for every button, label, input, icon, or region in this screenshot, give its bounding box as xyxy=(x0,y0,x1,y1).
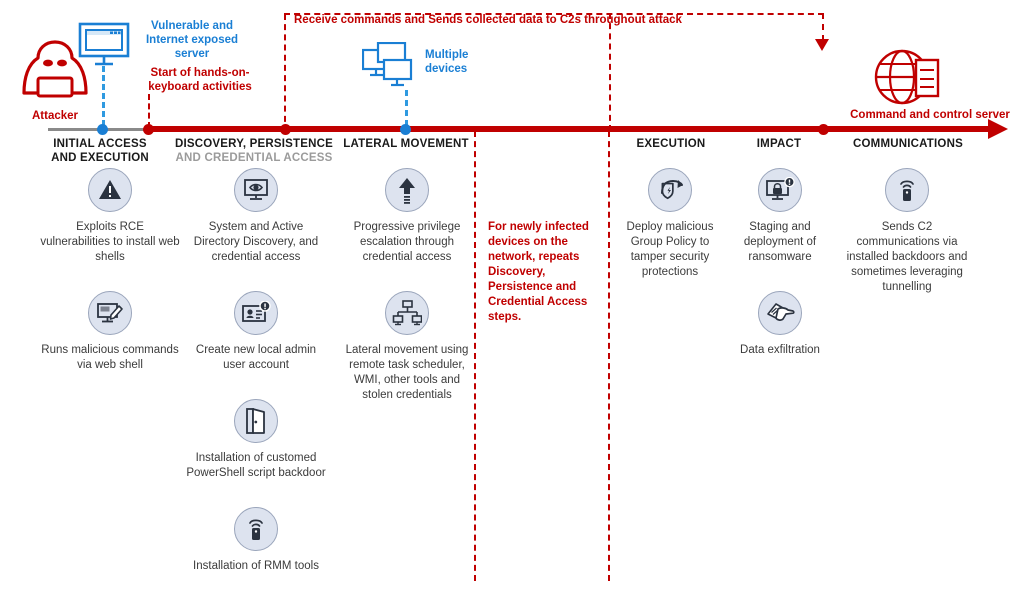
phase-line1: COMMUNICATIONS xyxy=(853,138,963,150)
phase-line1: EXECUTION xyxy=(636,138,706,150)
exposed-server-label-line3: server xyxy=(174,48,210,60)
phase-line1: IMPACT xyxy=(756,138,802,150)
shield-tamper-icon xyxy=(648,168,692,212)
list-item: Installation of customed PowerShell scri… xyxy=(186,399,326,481)
column-separator-1 xyxy=(474,131,476,581)
list-item-label: Sends C2 communications via installed ba… xyxy=(846,221,968,293)
list-item-label: Staging and deployment of ransomware xyxy=(743,221,817,263)
multiple-devices-label: Multiple devices xyxy=(425,48,495,76)
hands-on-keyboard-line1: Start of hands-on- xyxy=(150,67,250,79)
bracket-arrow-icon xyxy=(815,39,829,51)
column-initial-access: Exploits RCE vulnerabilities to install … xyxy=(40,168,180,387)
monitor-pencil-icon xyxy=(88,291,132,335)
monitor-eye-icon xyxy=(234,168,278,212)
phase-label-communications: COMMUNICATIONS xyxy=(838,137,978,151)
warning-triangle-icon xyxy=(88,168,132,212)
list-item: System and Active Directory Discovery, a… xyxy=(186,168,326,265)
column-separator-2 xyxy=(608,131,610,581)
multiple-devices-line1: Multiple xyxy=(425,49,469,61)
multiple-devices-connector xyxy=(405,90,408,126)
bracket-right-edge xyxy=(822,13,824,41)
timeline-dot-lateral xyxy=(400,124,411,135)
exposed-server-label: Vulnerable and Internet exposed server xyxy=(133,19,251,61)
phase-label-discovery: DISCOVERY, PERSISTENCE AND CREDENTIAL AC… xyxy=(166,137,342,165)
phase-line1: DISCOVERY, PERSISTENCE xyxy=(175,138,333,150)
exposed-server-label-line1: Vulnerable and xyxy=(150,20,233,32)
multiple-devices-icon xyxy=(362,42,413,87)
list-item: Runs malicious commands via web shell xyxy=(40,291,180,373)
list-item-label: Data exfiltration xyxy=(740,344,820,356)
exposed-server-monitor-icon xyxy=(78,22,130,66)
list-item-label: Exploits RCE vulnerabilities to install … xyxy=(40,221,180,263)
timeline-dot-communications xyxy=(818,124,829,135)
up-arrow-escalation-icon xyxy=(385,168,429,212)
open-door-icon xyxy=(234,399,278,443)
monitor-lock-alert-icon xyxy=(758,168,802,212)
top-bracket-annotation: Receive commands and Sends collected dat… xyxy=(294,14,682,26)
phase-label-lateral-movement: LATERAL MOVEMENT xyxy=(336,137,476,151)
attacker-icon xyxy=(22,40,88,98)
list-item: Sends C2 communications via installed ba… xyxy=(846,168,968,295)
remote-signal-icon xyxy=(885,168,929,212)
hand-documents-icon xyxy=(758,291,802,335)
phase-label-initial-access: INITIAL ACCESS AND EXECUTION xyxy=(22,137,178,165)
hands-on-keyboard-connector xyxy=(148,94,150,128)
remote-signal-icon xyxy=(234,507,278,551)
list-item-label: Installation of customed PowerShell scri… xyxy=(186,452,326,479)
timeline-arrow-icon xyxy=(988,119,1008,139)
hands-on-keyboard-line2: keyboard activities xyxy=(148,81,252,93)
phase-line1: LATERAL MOVEMENT xyxy=(343,138,469,150)
command-and-control-server-icon xyxy=(874,49,940,105)
phase-label-impact: IMPACT xyxy=(738,137,820,151)
bracket-drop-line xyxy=(609,13,611,131)
list-item: Lateral movement using remote task sched… xyxy=(340,291,474,403)
column-impact: Staging and deployment of ransomware Dat… xyxy=(728,168,832,372)
list-item: Data exfiltration xyxy=(728,291,832,358)
phase-line2: AND CREDENTIAL ACCESS xyxy=(175,152,333,164)
timeline-dot-hands-on xyxy=(143,124,154,135)
bracket-top-edge xyxy=(284,13,824,15)
column-lateral-movement: Progressive privilege escalation through… xyxy=(340,168,474,417)
list-item: Create new local admin user account xyxy=(186,291,326,373)
phase-label-execution: EXECUTION xyxy=(616,137,726,151)
attacker-label: Attacker xyxy=(31,110,79,122)
column-execution: Deploy malicious Group Policy to tamper … xyxy=(614,168,726,294)
list-item-label: System and Active Directory Discovery, a… xyxy=(193,221,319,263)
list-item-label: Installation of RMM tools xyxy=(193,560,319,572)
timeline-dot-discovery xyxy=(280,124,291,135)
hands-on-keyboard-note: Start of hands-on- keyboard activities xyxy=(139,66,261,94)
list-item-label: Deploy malicious Group Policy to tamper … xyxy=(626,221,714,278)
list-item: Installation of RMM tools xyxy=(186,507,326,574)
reinfection-loop-note: For newly infected devices on the networ… xyxy=(488,221,589,323)
phase-line1: INITIAL ACCESS xyxy=(53,138,147,150)
list-item: Progressive privilege escalation through… xyxy=(340,168,474,265)
phase-line2: AND EXECUTION xyxy=(51,152,149,164)
server-connector-line xyxy=(102,66,105,126)
multiple-devices-line2: devices xyxy=(425,63,468,75)
list-item: Staging and deployment of ransomware xyxy=(728,168,832,265)
column-communications: Sends C2 communications via installed ba… xyxy=(846,168,968,309)
list-item: Exploits RCE vulnerabilities to install … xyxy=(40,168,180,265)
column-discovery: System and Active Directory Discovery, a… xyxy=(186,168,326,588)
list-item-label: Lateral movement using remote task sched… xyxy=(345,344,469,401)
list-item-label: Create new local admin user account xyxy=(195,344,317,371)
timeline-dot-initial-access xyxy=(97,124,108,135)
network-nodes-icon xyxy=(385,291,429,335)
c2-server-label: Command and control server xyxy=(850,109,1010,121)
timeline-axis xyxy=(146,126,996,132)
exposed-server-label-line2: Internet exposed xyxy=(145,34,239,46)
id-card-alert-icon xyxy=(234,291,278,335)
bracket-left-edge xyxy=(284,14,286,132)
list-item-label: Runs malicious commands via web shell xyxy=(41,344,179,371)
list-item-label: Progressive privilege escalation through… xyxy=(353,221,461,263)
list-item: Deploy malicious Group Policy to tamper … xyxy=(614,168,726,280)
